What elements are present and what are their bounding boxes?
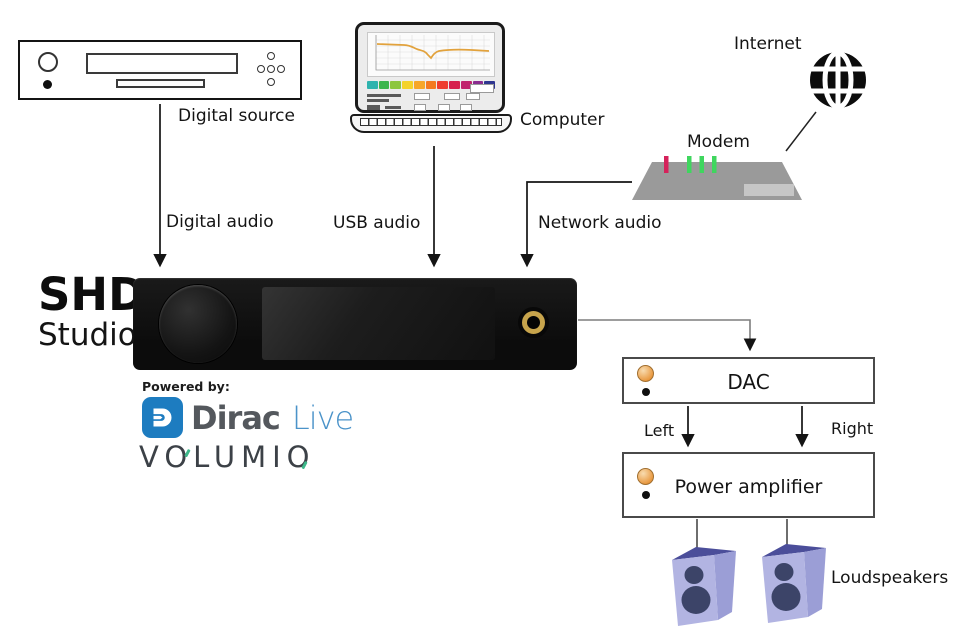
volumio-wordmark: VOLUMIO bbox=[139, 440, 316, 474]
eq-response-curve bbox=[376, 43, 490, 60]
dac-label: DAC bbox=[727, 370, 770, 394]
power-amp-label: Power amplifier bbox=[674, 476, 823, 498]
laptop-keyboard bbox=[350, 114, 512, 133]
screen-field-mock bbox=[460, 104, 472, 111]
shd-variant-name: Studio bbox=[38, 317, 137, 353]
woofer bbox=[681, 586, 711, 614]
amp-knob-icon bbox=[637, 468, 654, 485]
eq-band-swatch bbox=[437, 81, 449, 89]
screen-field-mock bbox=[438, 104, 450, 111]
eq-band-swatch bbox=[425, 81, 437, 89]
digital-source-device bbox=[18, 40, 302, 100]
modem-led-red bbox=[664, 156, 669, 173]
powered-by-label: Powered by: bbox=[142, 379, 230, 394]
volume-knob bbox=[159, 285, 237, 363]
tweeter bbox=[774, 563, 794, 581]
screen-text-mock bbox=[367, 99, 389, 102]
modem-led-green bbox=[699, 156, 704, 173]
screen-field-mock bbox=[414, 104, 426, 111]
digital-audio-label: Digital audio bbox=[166, 212, 274, 232]
eq-curve-plot bbox=[375, 35, 490, 71]
loudspeaker-left bbox=[672, 547, 736, 626]
right-channel-label: Right bbox=[831, 419, 874, 438]
dirac-live-wordmark: Live bbox=[291, 398, 354, 437]
internet-modem-line bbox=[785, 111, 817, 152]
modem-label: Modem bbox=[687, 132, 750, 152]
screen-field-mock bbox=[414, 93, 430, 100]
eq-band-swatch bbox=[460, 81, 472, 89]
network-audio-label: Network audio bbox=[538, 213, 662, 233]
keyboard-keys bbox=[360, 118, 502, 126]
eq-band-swatch bbox=[413, 81, 425, 89]
shd-display-screen bbox=[262, 287, 495, 360]
dpad-down-icon bbox=[267, 78, 275, 86]
screen-text-mock bbox=[385, 106, 401, 109]
internet-label: Internet bbox=[734, 34, 802, 54]
dirac-arrow-d-icon bbox=[142, 397, 183, 438]
screen-button-mock bbox=[367, 105, 380, 110]
loudspeaker-right bbox=[762, 544, 826, 623]
laptop-screen bbox=[355, 22, 505, 113]
globe-icon bbox=[810, 50, 866, 110]
modem-led-green bbox=[712, 156, 717, 173]
power-button-icon bbox=[38, 52, 58, 72]
eq-band-swatch bbox=[390, 81, 402, 89]
modem-led-green bbox=[687, 156, 692, 173]
dpad-left-icon bbox=[257, 65, 265, 73]
headphone-jack-icon bbox=[522, 311, 545, 334]
dpad-right-icon bbox=[277, 65, 285, 73]
screen-field-mock bbox=[444, 93, 460, 100]
screen-field-mock bbox=[470, 84, 494, 93]
source-display bbox=[86, 53, 238, 74]
modem-device bbox=[632, 156, 802, 200]
dac-knob-icon bbox=[637, 365, 654, 382]
amp-led bbox=[642, 491, 650, 499]
dac-box: DAC bbox=[622, 357, 875, 404]
tweeter bbox=[684, 566, 704, 584]
eq-band-swatch bbox=[449, 81, 460, 89]
left-channel-label: Left bbox=[644, 421, 675, 440]
shd-model-name: SHD bbox=[38, 268, 146, 321]
digital-source-label: Digital source bbox=[178, 106, 295, 126]
dirac-wordmark: Dirac bbox=[191, 398, 281, 437]
screen-text-mock bbox=[367, 94, 401, 97]
screen-field-mock bbox=[466, 93, 480, 100]
power-led bbox=[43, 80, 52, 89]
eq-band-swatch bbox=[402, 81, 413, 89]
eq-band-swatch bbox=[378, 81, 390, 89]
shd-to-dac-arrow bbox=[578, 319, 757, 352]
woofer bbox=[771, 583, 801, 611]
loudspeakers-label: Loudspeakers bbox=[831, 568, 949, 588]
dpad-center-icon bbox=[267, 65, 275, 73]
disc-tray bbox=[116, 79, 205, 88]
shd-title: SHD Studio bbox=[38, 272, 145, 351]
computer-label: Computer bbox=[520, 110, 605, 130]
dac-led bbox=[642, 388, 650, 396]
dirac-live-logo: Dirac Live bbox=[142, 397, 354, 438]
dpad-up-icon bbox=[267, 52, 275, 60]
usb-audio-label: USB audio bbox=[333, 213, 421, 233]
shd-device-front-panel bbox=[133, 278, 577, 370]
modem-label-plate bbox=[744, 184, 794, 196]
eq-band-swatch bbox=[367, 81, 378, 89]
eq-frequency-chart bbox=[367, 32, 495, 77]
power-amplifier-box: Power amplifier bbox=[622, 452, 875, 518]
